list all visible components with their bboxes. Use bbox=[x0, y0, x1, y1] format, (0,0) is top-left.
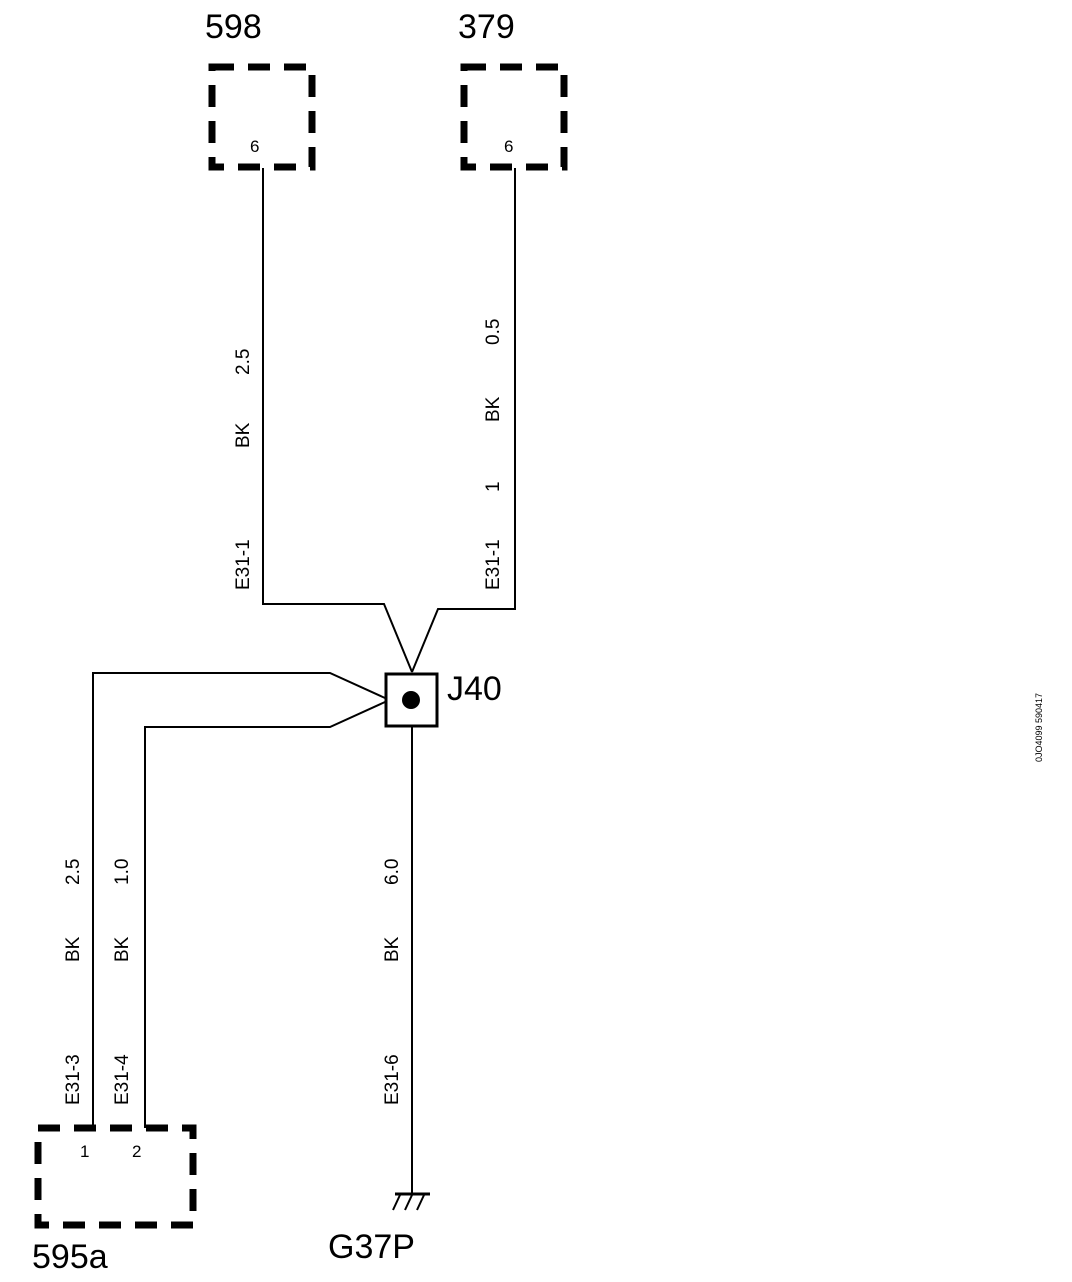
ground-g37p[interactable]: G37P bbox=[328, 1192, 430, 1266]
reference-code: 0JO4099 590417 bbox=[1034, 693, 1044, 762]
wire-595a-1-circuit: E31-3 bbox=[63, 1054, 84, 1105]
splice-dot-icon bbox=[402, 691, 420, 709]
wire-595a-2-circuit: E31-4 bbox=[112, 1054, 133, 1105]
connector-379-box bbox=[460, 63, 568, 171]
connector-595a-label: 595a bbox=[32, 1238, 108, 1276]
connector-598-label: 598 bbox=[205, 8, 262, 46]
wire-595a-2-size: 1.0 bbox=[112, 859, 133, 885]
connector-598[interactable]: 598 6 bbox=[205, 8, 316, 171]
wire-598-to-j40[interactable] bbox=[262, 168, 413, 673]
splice-j40-label: J40 bbox=[447, 670, 502, 708]
wire-595a-pin1-to-j40[interactable] bbox=[92, 672, 386, 1128]
wire-595a-1-size: 2.5 bbox=[63, 859, 84, 885]
ground-g37p-label: G37P bbox=[328, 1228, 415, 1266]
connector-595a-pin-1: 1 bbox=[80, 1142, 89, 1161]
wire-g37p-circuit: E31-6 bbox=[382, 1054, 403, 1105]
connector-598-box bbox=[208, 63, 316, 171]
splice-j40[interactable]: J40 bbox=[384, 670, 502, 728]
wire-595a-pin2-to-j40[interactable] bbox=[144, 701, 386, 1128]
connector-595a-pin-2: 2 bbox=[132, 1142, 141, 1161]
connector-595a[interactable]: 1 2 595a bbox=[32, 1124, 197, 1276]
wire-379-circuit: E31-1 bbox=[483, 539, 504, 590]
wire-379-color: BK bbox=[483, 396, 504, 422]
connector-379-label: 379 bbox=[458, 8, 515, 46]
connector-595a-box bbox=[34, 1124, 197, 1229]
wire-598-color: BK bbox=[233, 422, 254, 448]
splice-j40-box bbox=[384, 672, 439, 728]
connector-379-pin: 6 bbox=[504, 137, 513, 156]
wire-379-extra: 1 bbox=[483, 481, 504, 492]
ground-icon bbox=[392, 1192, 430, 1211]
wire-379-to-j40[interactable] bbox=[411, 168, 516, 673]
wire-598-size: 2.5 bbox=[233, 349, 254, 375]
wire-595a-1-color: BK bbox=[63, 936, 84, 962]
connector-379[interactable]: 379 6 bbox=[458, 8, 568, 171]
wire-598-circuit: E31-1 bbox=[233, 539, 254, 590]
wire-g37p-color: BK bbox=[382, 936, 403, 962]
connector-598-pin: 6 bbox=[250, 137, 259, 156]
wire-g37p-size: 6.0 bbox=[382, 859, 403, 885]
wire-379-size: 0.5 bbox=[483, 319, 504, 345]
wire-595a-2-color: BK bbox=[112, 936, 133, 962]
